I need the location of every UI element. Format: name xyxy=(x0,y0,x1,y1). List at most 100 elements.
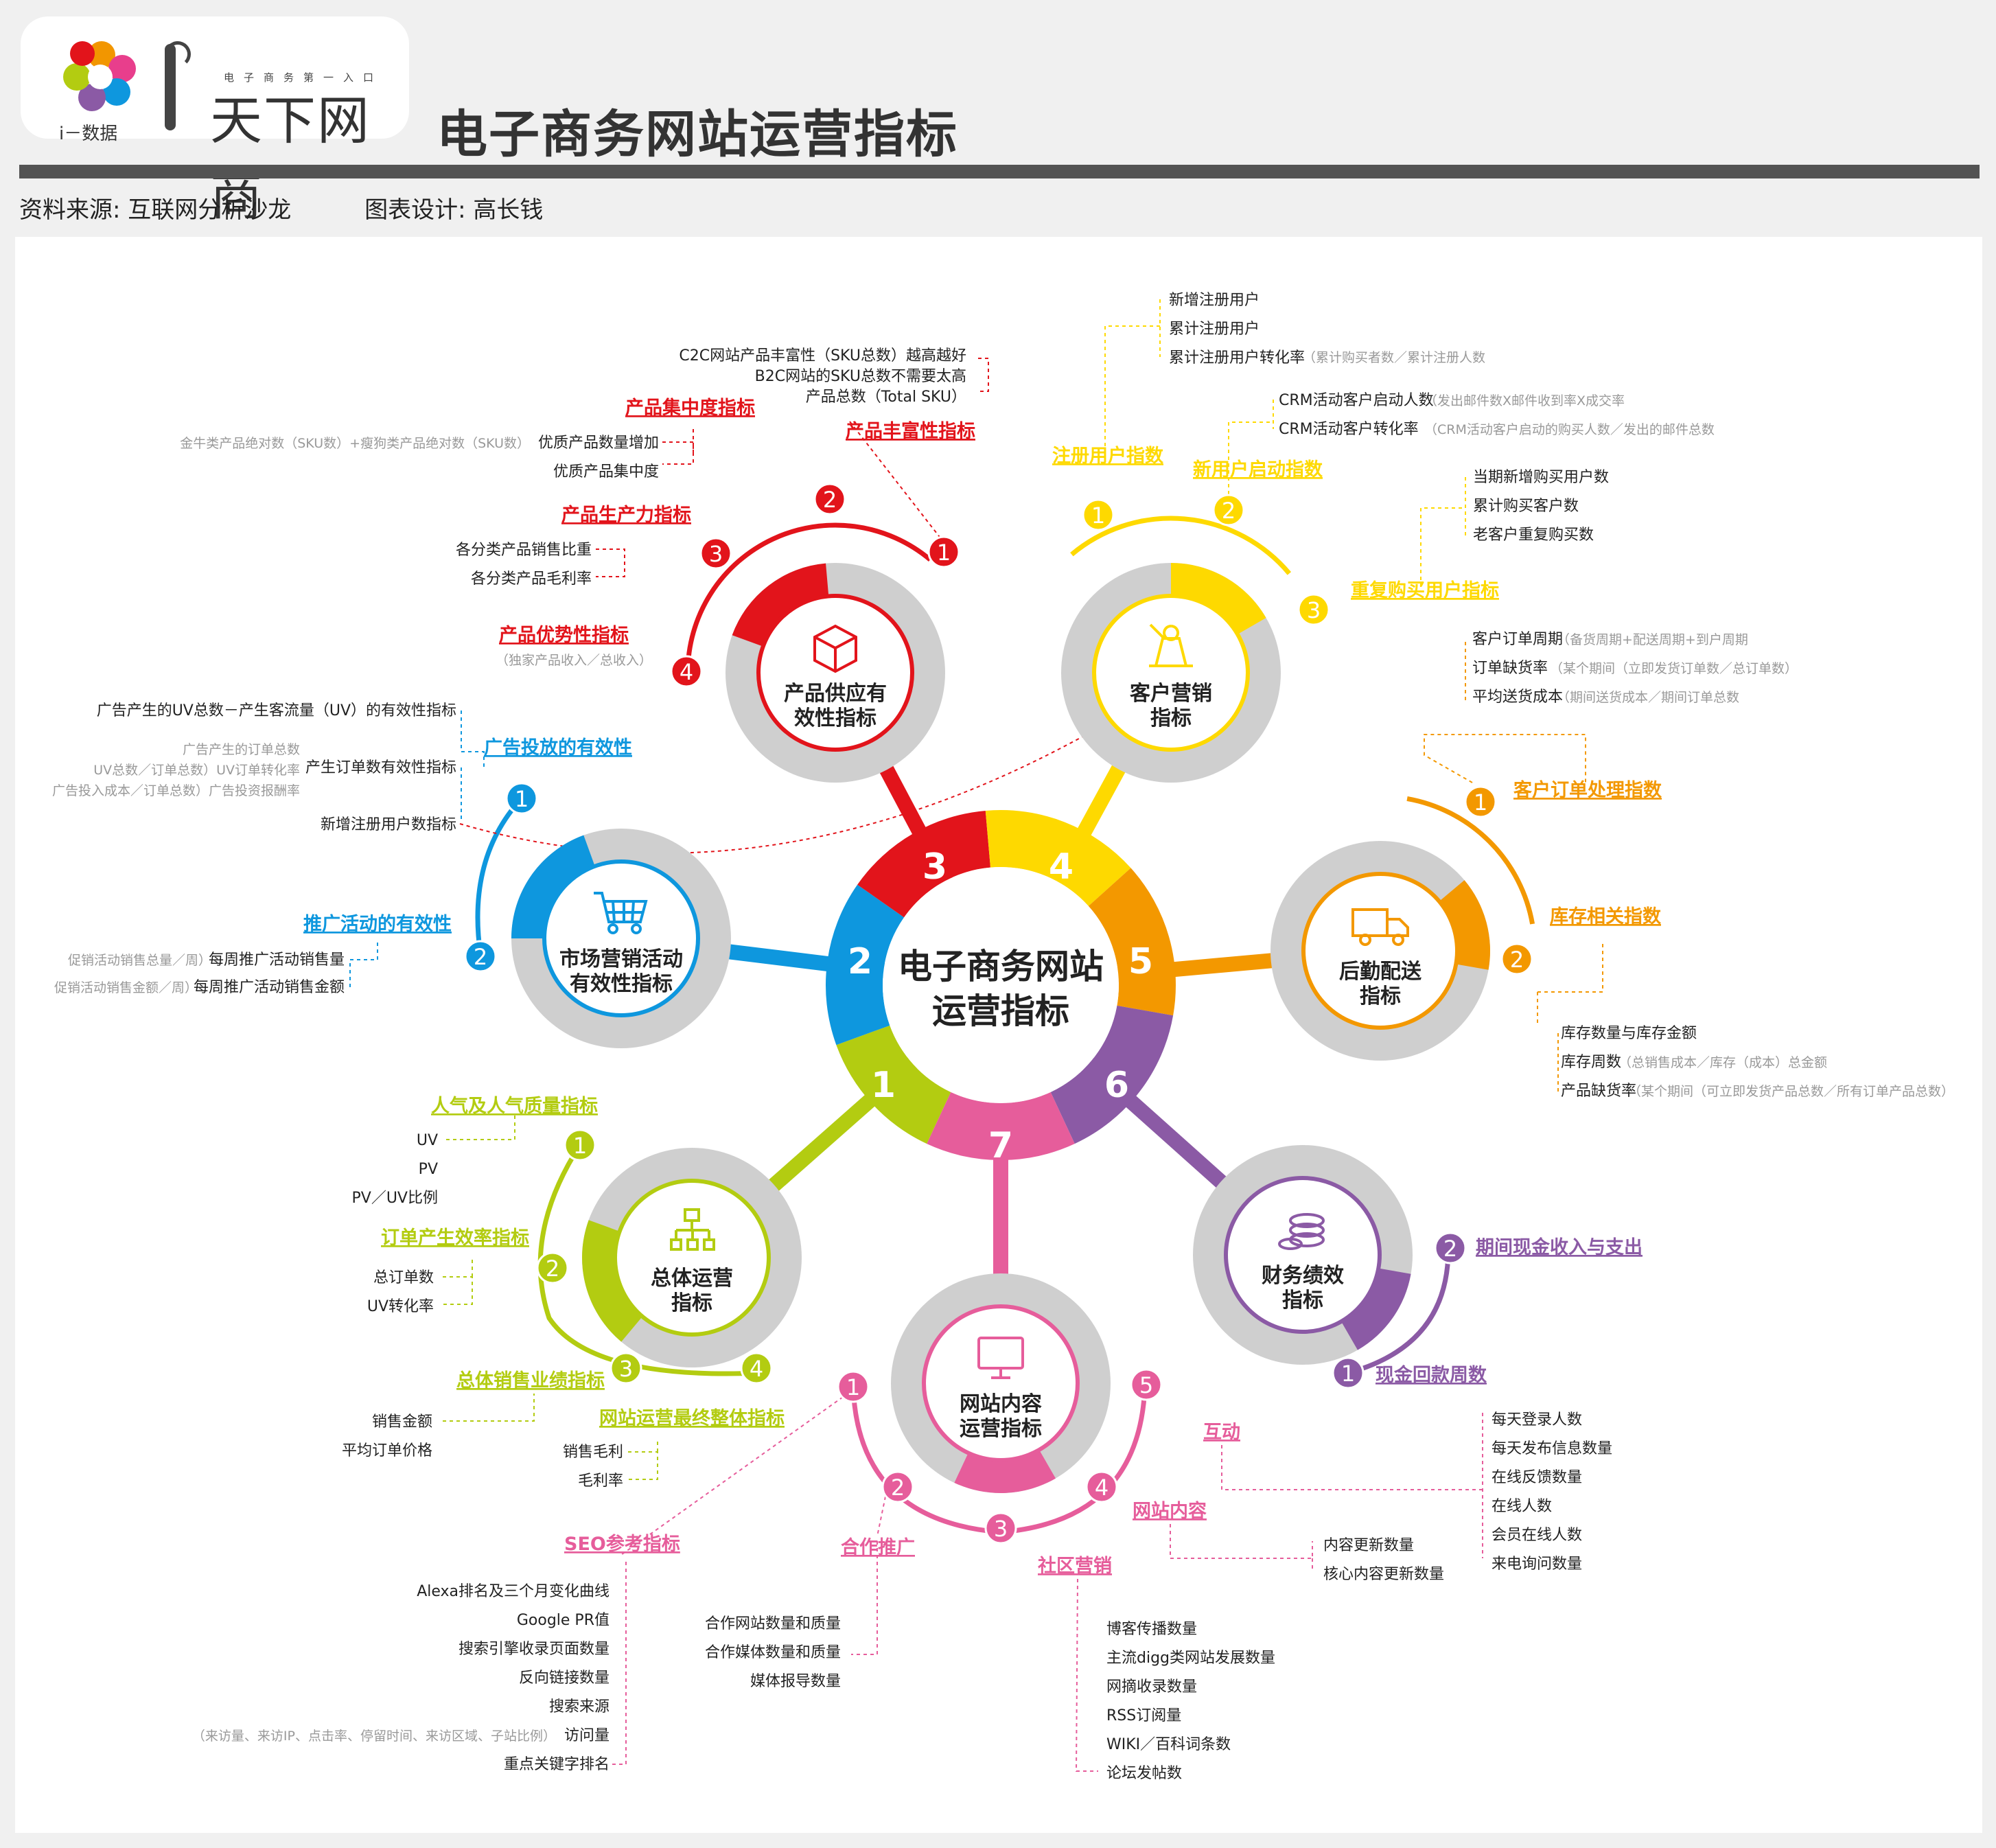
metric-item: 论坛发帖数 xyxy=(1106,1765,1182,1782)
wheel-icon xyxy=(607,923,618,934)
hub-segment-number: 5 xyxy=(1128,941,1153,982)
hub-segment-3 xyxy=(857,810,991,918)
module-title-line2: 效性指标 xyxy=(794,706,877,730)
sub-number-badge xyxy=(670,655,703,688)
sub-arc-yellow xyxy=(1070,516,1292,575)
page-title: 电子商务网站运营指标 xyxy=(437,105,958,164)
module-title-line2: 指标 xyxy=(1150,706,1192,730)
metric-item: 广告产生的UV总数－产生客流量（UV）的有效性指标 xyxy=(97,702,456,719)
leader-line xyxy=(1075,1578,1098,1772)
leader-line xyxy=(443,1394,535,1422)
leader-line xyxy=(662,429,694,465)
metric-item: 合作媒体数量和质量 xyxy=(705,1644,841,1661)
sub-arc-blue xyxy=(475,796,524,955)
credits: 资料来源: 互联网分析沙龙 图表设计: 高长钱 xyxy=(19,191,609,224)
metric-item: Alexa排名及三个月变化曲线 xyxy=(417,1583,610,1600)
module-title-line1: 客户营销 xyxy=(1130,682,1212,706)
sub-number-badge xyxy=(1212,494,1245,527)
module-title-line1: 后勤配送 xyxy=(1339,960,1421,984)
diagram-panel: 产品供应有效性指标客户营销指标后勤配送指标财务绩效指标网站内容运营指标总体运营指… xyxy=(15,237,1982,1833)
sub-arc-lime xyxy=(537,1144,759,1376)
hub-title-line2: 运营指标 xyxy=(932,991,1069,1031)
sub-number: 1 xyxy=(515,786,529,812)
metric-item: 搜索来源 xyxy=(549,1698,610,1716)
leader-line xyxy=(1420,477,1466,587)
hub-center xyxy=(883,867,1119,1103)
sub-number: 2 xyxy=(474,944,487,970)
sub-number-badge xyxy=(464,940,497,973)
cross-link-arrow xyxy=(459,697,1150,854)
metric-item: 平均送货成本 xyxy=(1472,689,1563,706)
leader-line xyxy=(596,548,625,577)
leader-line xyxy=(1221,1413,1483,1558)
sub-number: 1 xyxy=(1341,1361,1355,1387)
sub-metric-label: 社区营销 xyxy=(1038,1555,1112,1577)
hub-segment-7 xyxy=(927,1092,1075,1161)
sub-number: 2 xyxy=(891,1475,905,1501)
coin-icon xyxy=(1289,1213,1325,1228)
sub-metric-label: 产品丰富性指标 xyxy=(846,420,975,442)
sub-metric-label: 推广活动的有效性 xyxy=(303,913,452,935)
logo-caption: i－数据 xyxy=(59,124,118,144)
metric-item: 各分类产品毛利率 xyxy=(471,570,592,588)
sub-metric-label: 现金回款周数 xyxy=(1376,1364,1487,1386)
leader-line xyxy=(1537,944,1603,1092)
metric-formula-note: 促销活动销售金额／周） xyxy=(54,980,198,995)
sub-number-badge xyxy=(1464,785,1497,818)
sub-metric-label: 合作推广 xyxy=(841,1536,915,1558)
sub-number-badge xyxy=(610,1352,642,1385)
sub-number: 1 xyxy=(1091,503,1105,529)
leader-line xyxy=(446,1112,515,1140)
module-title-line1: 市场营销活动 xyxy=(559,947,683,971)
sub-metric-label: 订单产生效率指标 xyxy=(381,1227,529,1249)
metric-item: 新增注册用户数指标 xyxy=(321,816,456,833)
sub-metric-label: 总体销售业绩指标 xyxy=(456,1370,605,1391)
sub-metric-label: 重复购买用户指标 xyxy=(1351,579,1499,601)
sub-metric-label: 互动 xyxy=(1203,1422,1240,1443)
sub-number: 1 xyxy=(573,1133,587,1159)
metric-item: WIKI／百科词条数 xyxy=(1106,1736,1231,1753)
metric-item: 老客户重复购买数 xyxy=(1473,527,1594,544)
org-lines-icon xyxy=(675,1221,710,1240)
metric-formula-note: （发出邮件数X邮件收到率X成交率 xyxy=(1424,393,1625,408)
metric-formula-note: （备货周期+配送周期+到户周期 xyxy=(1557,632,1748,647)
metric-item: 累计注册用户转化率 xyxy=(1169,349,1305,367)
metric-item: 平均订单价格 xyxy=(342,1442,432,1459)
metric-item: 产品缺货率 xyxy=(1561,1083,1636,1100)
module-title-line1: 总体运营 xyxy=(651,1267,733,1291)
sub-number: 2 xyxy=(1443,1236,1457,1262)
module-ring-accent-1 xyxy=(582,1220,643,1342)
metric-formula-note: （某个期间（立即发货订单数／总订单数） xyxy=(1550,661,1798,676)
metric-item: 库存周数 xyxy=(1561,1054,1621,1071)
leader-line xyxy=(610,1396,844,1765)
hub-segment-number: 4 xyxy=(1049,846,1074,888)
metric-item: 内容更新数量 xyxy=(1323,1537,1414,1554)
metric-item: 每周推广活动销售量 xyxy=(209,951,345,969)
module-ring-accent-6 xyxy=(1341,1268,1411,1350)
metric-item: 来电询问数量 xyxy=(1492,1556,1582,1573)
sub-metric-label: SEO参考指标 xyxy=(564,1533,680,1555)
leader-line xyxy=(1424,734,1586,783)
module-core-5 xyxy=(1301,872,1459,1030)
sub-number: 3 xyxy=(994,1516,1008,1542)
sub-metric-label: 人气及人气质量指标 xyxy=(431,1096,598,1117)
module-title-line2: 指标 xyxy=(1360,984,1401,1008)
coins-icon xyxy=(1278,1213,1325,1250)
metric-item: PV xyxy=(419,1161,438,1178)
wheel-icon xyxy=(1359,934,1371,946)
sub-arc-orange xyxy=(1406,796,1535,925)
module-title-line2: 运营指标 xyxy=(960,1417,1042,1441)
metric-item: 搜索引擎收录页面数量 xyxy=(459,1641,610,1658)
module-ring-accent-4 xyxy=(1171,563,1266,634)
module-ring-accent-2 xyxy=(511,835,595,938)
sub-number: 1 xyxy=(1474,789,1487,816)
sub-number-badge xyxy=(881,1470,914,1503)
hub-segment-number: 1 xyxy=(871,1065,896,1106)
leader-line xyxy=(443,1260,473,1305)
sub-number-badge xyxy=(1332,1356,1365,1389)
sub-metric-label: 产品生产力指标 xyxy=(561,505,691,526)
metric-formula-note: （期间送货成本／期间订单总数 xyxy=(1557,690,1739,705)
sub-metric-label: 注册用户指数 xyxy=(1052,445,1164,467)
hub-segment-number: 7 xyxy=(988,1125,1013,1166)
source-credit: 资料来源: 互联网分析沙龙 xyxy=(19,196,292,224)
